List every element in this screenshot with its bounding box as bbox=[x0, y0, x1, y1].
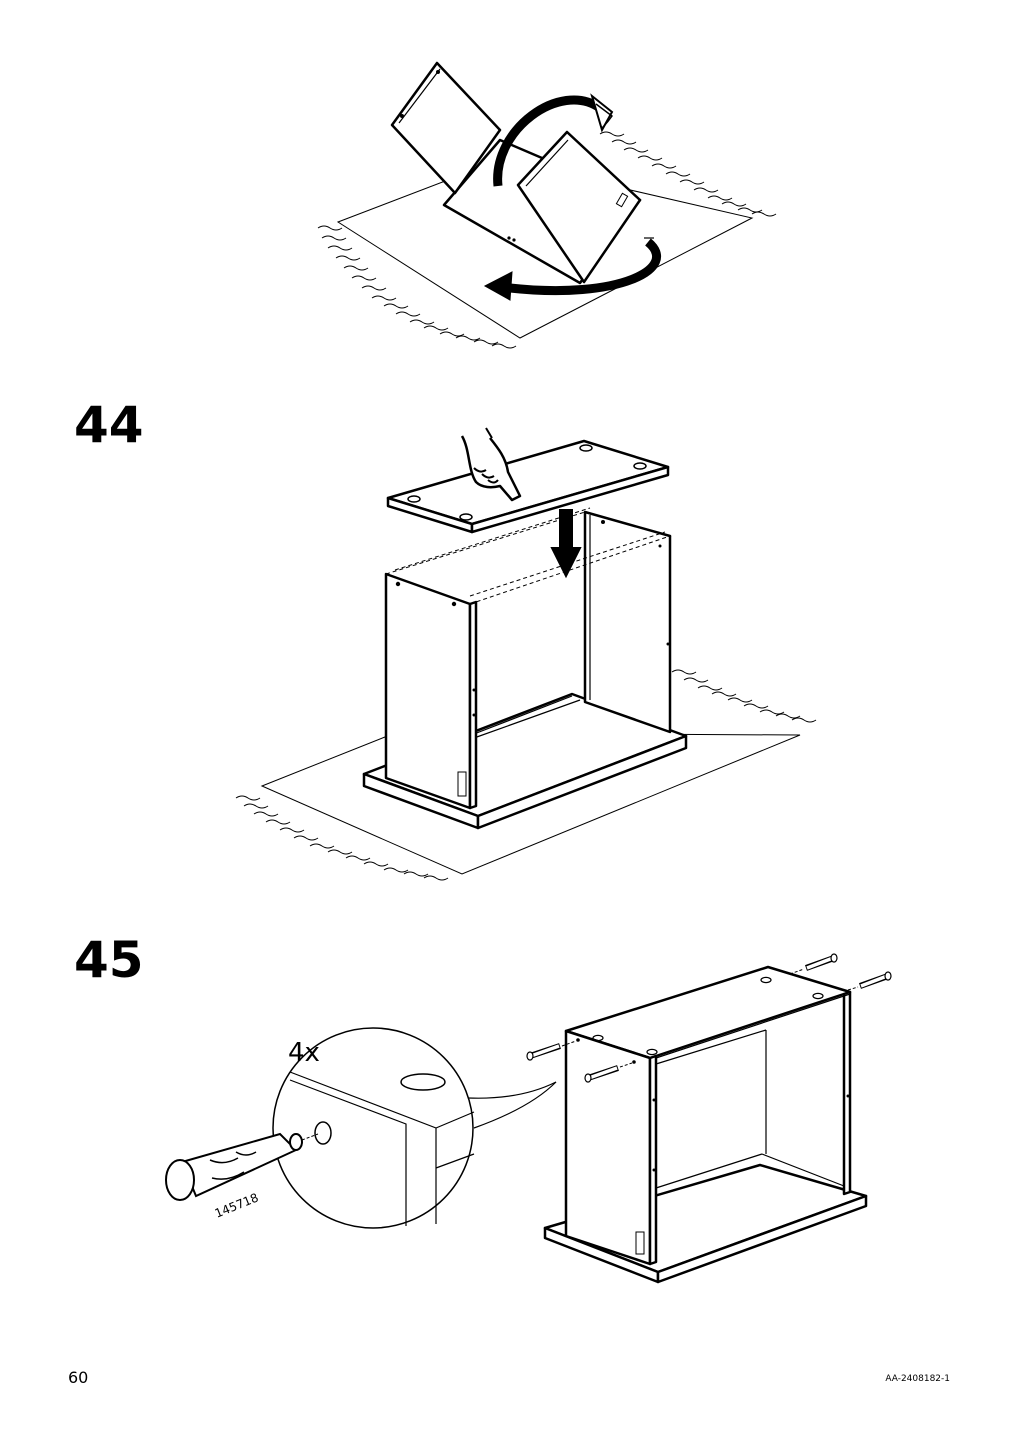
step-number-45: 45 bbox=[74, 931, 144, 989]
document-code: AA-2408182-1 bbox=[885, 1374, 950, 1384]
cabinet-left-side bbox=[564, 1029, 652, 1266]
rotate-arrow-bottom bbox=[509, 238, 661, 296]
detail-callout bbox=[272, 1027, 557, 1229]
right-panel bbox=[516, 130, 642, 284]
rug-fringe-right bbox=[599, 131, 777, 217]
dowel-inserts bbox=[526, 953, 892, 1083]
cabinet bbox=[543, 965, 868, 1284]
left-side-panel bbox=[384, 572, 472, 810]
rug-fringe-right bbox=[671, 669, 817, 723]
page-number: 60 bbox=[68, 1368, 89, 1387]
part-number-label: 145718 bbox=[213, 1190, 261, 1220]
illustration-step-44 bbox=[235, 427, 817, 881]
rug bbox=[260, 732, 801, 875]
cabinet-right-side bbox=[842, 990, 852, 1196]
rug-fringe-left bbox=[317, 225, 517, 349]
illustration-rotate-panels bbox=[317, 61, 777, 349]
wooden-dowel-icon bbox=[165, 1132, 319, 1201]
quantity-label: 4x bbox=[288, 1038, 320, 1068]
left-panel bbox=[390, 61, 502, 195]
rug-fringe-left bbox=[235, 795, 449, 881]
right-side-panel bbox=[583, 510, 672, 734]
rotate-arrow-top bbox=[493, 95, 603, 187]
illustration-step-45: 4x 145718 bbox=[165, 953, 892, 1284]
down-arrow bbox=[550, 509, 582, 579]
hole-detail bbox=[400, 1073, 446, 1091]
pointing-hand bbox=[460, 427, 522, 502]
step-number-44: 44 bbox=[74, 396, 144, 454]
